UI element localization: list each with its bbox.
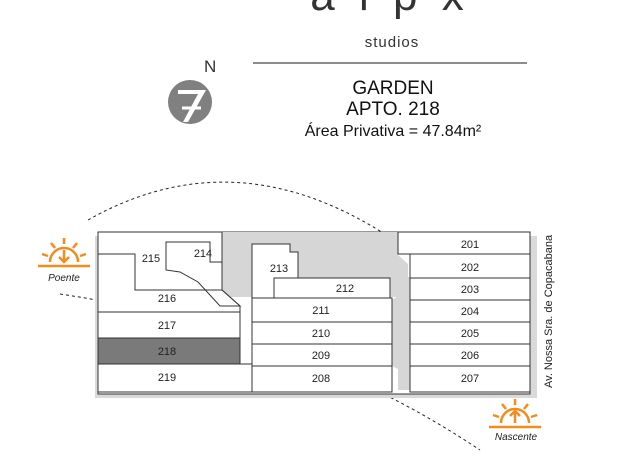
unit-218-highlight — [97, 337, 241, 365]
sun-path-arc-lower — [59, 293, 481, 451]
stair-core — [392, 277, 410, 390]
sunset-label: Poente — [48, 273, 80, 284]
street-label: Av. Nossa Sra. de Copacabana — [543, 234, 555, 388]
north-label: N — [204, 57, 216, 76]
unit-label-203: 203 — [461, 284, 479, 296]
brand-wordmark: a i p x — [310, 0, 469, 20]
unit-label-216: 216 — [158, 293, 176, 305]
unit-label-211: 211 — [312, 305, 330, 317]
unit-label-219: 219 — [158, 372, 176, 384]
unit-label-206: 206 — [461, 350, 479, 362]
unit-label-204: 204 — [461, 306, 479, 318]
plan-title: GARDEN — [352, 78, 433, 99]
unit-211 — [251, 297, 393, 323]
unit-212 — [273, 277, 391, 299]
unit-label-207: 207 — [461, 373, 479, 385]
unit-label-215: 215 — [142, 253, 160, 265]
unit-label-208: 208 — [312, 373, 330, 385]
unit-label-202: 202 — [461, 262, 479, 274]
area-text: Área Privativa = 47.84m² — [305, 121, 482, 140]
unit-217 — [97, 311, 241, 339]
unit-label-201: 201 — [461, 239, 479, 251]
unit-label-210: 210 — [312, 328, 330, 340]
brand-tagline: studios — [365, 34, 420, 51]
sunrise-icon — [489, 399, 541, 429]
unit-label-209: 209 — [312, 350, 330, 362]
sun-path-arc — [87, 181, 526, 361]
unit-208 — [251, 365, 393, 393]
unit-202 — [409, 253, 531, 279]
unit-label-213: 213 — [270, 263, 288, 275]
sunrise-label: Nascente — [495, 432, 538, 443]
unit-207 — [409, 365, 531, 393]
unit-title: APTO. 218 — [346, 99, 440, 120]
sunset-icon — [38, 238, 90, 268]
unit-label-218: 218 — [158, 346, 176, 358]
unit-215-divider — [98, 253, 222, 291]
unit-label-214: 214 — [194, 248, 212, 260]
compass-icon — [168, 80, 212, 124]
unit-label-212: 212 — [336, 283, 354, 295]
unit-219 — [97, 363, 253, 393]
unit-label-217: 217 — [158, 320, 176, 332]
unit-label-205: 205 — [461, 328, 479, 340]
